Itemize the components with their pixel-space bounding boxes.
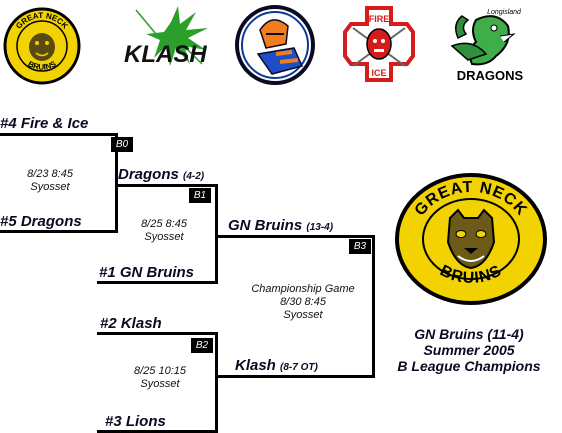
bracket-line (215, 235, 375, 238)
schedule-b2: 8/25 10:15 Syosset (116, 365, 204, 391)
knights-logo (232, 4, 318, 86)
fire-and-ice-logo: FIRE ICE (341, 4, 417, 86)
team-dragons: Dragons (4-2) (118, 167, 204, 185)
champion-bruins-logo: GREAT NECK BRUINS (394, 172, 548, 306)
schedule-b0: 8/23 8:45 Syosset (6, 168, 94, 194)
champion-line-1: GN Bruins (11-4) (414, 326, 524, 342)
team-dragons-name: Dragons (118, 166, 179, 183)
fire-logo-text: FIRE (369, 14, 390, 24)
team-dragons-record: (4-2) (183, 171, 205, 182)
bracket-line (0, 230, 118, 233)
schedule-b2-place: Syosset (140, 378, 180, 390)
bracket-line (97, 430, 218, 433)
game-label-b2: B2 (191, 338, 213, 353)
champion-caption: GN Bruins (11-4) Summer 2005 B League Ch… (380, 326, 558, 374)
schedule-b0-place: Syosset (30, 181, 70, 193)
team-klash-record: (8-7 OT) (280, 362, 318, 373)
svg-text:BRUINS: BRUINS (26, 59, 58, 72)
bracket-line (115, 133, 118, 233)
bracket-line (215, 184, 218, 284)
klash-logo-text: KLASH (124, 41, 207, 68)
game-label-b1: B1 (189, 188, 211, 203)
bracket-line (97, 281, 218, 284)
bracket-line (372, 235, 375, 378)
schedule-b1-date: 8/25 8:45 (141, 218, 187, 230)
champion-line-2: Summer 2005 (423, 342, 515, 358)
team-dragons-seed: #5 Dragons (0, 213, 82, 230)
team-gn-bruins-name: GN Bruins (228, 217, 303, 234)
dragons-logo: Longisland DRAGONS (442, 4, 532, 86)
bracket-line (215, 332, 218, 433)
bracket-line (115, 184, 218, 187)
great-neck-bruins-logo: GREAT NECK BRUINS (2, 4, 82, 86)
team-gn-bruins-record: (13-4) (306, 222, 334, 233)
schedule-b0-date: 8/23 8:45 (27, 168, 73, 180)
ice-logo-text: ICE (371, 68, 386, 78)
team-fire-ice: #4 Fire & Ice (0, 115, 89, 132)
team-klash-seed: #2 Klash (100, 315, 162, 332)
champion-line-3: B League Champions (397, 358, 541, 374)
bracket-line (0, 133, 118, 136)
dragons-logo-script: Longisland (487, 9, 522, 16)
schedule-b1: 8/25 8:45 Syosset (120, 218, 208, 244)
game-label-b3: B3 (349, 239, 371, 254)
gn-bottom-text: BRUINS (26, 59, 58, 72)
schedule-b1-place: Syosset (144, 231, 184, 243)
schedule-b3: Championship Game 8/30 8:45 Syosset (236, 283, 370, 322)
bracket-line (97, 332, 218, 335)
dragons-logo-text: DRAGONS (457, 68, 524, 83)
schedule-b2-date: 8/25 10:15 (134, 365, 186, 377)
team-klash-name: Klash (235, 357, 276, 374)
schedule-b3-date: 8/30 8:45 (280, 296, 326, 308)
schedule-b3-place: Syosset (283, 309, 323, 321)
team-gn-bruins: GN Bruins (13-4) (228, 218, 333, 236)
team-lions-seed: #3 Lions (105, 413, 166, 430)
team-gn-bruins-seed: #1 GN Bruins (99, 264, 195, 281)
bracket-line (215, 375, 375, 378)
schedule-b3-title: Championship Game (251, 283, 355, 295)
klash-logo: KLASH (116, 4, 220, 86)
game-label-b0: B0 (111, 137, 133, 152)
team-klash: Klash (8-7 OT) (235, 358, 318, 376)
